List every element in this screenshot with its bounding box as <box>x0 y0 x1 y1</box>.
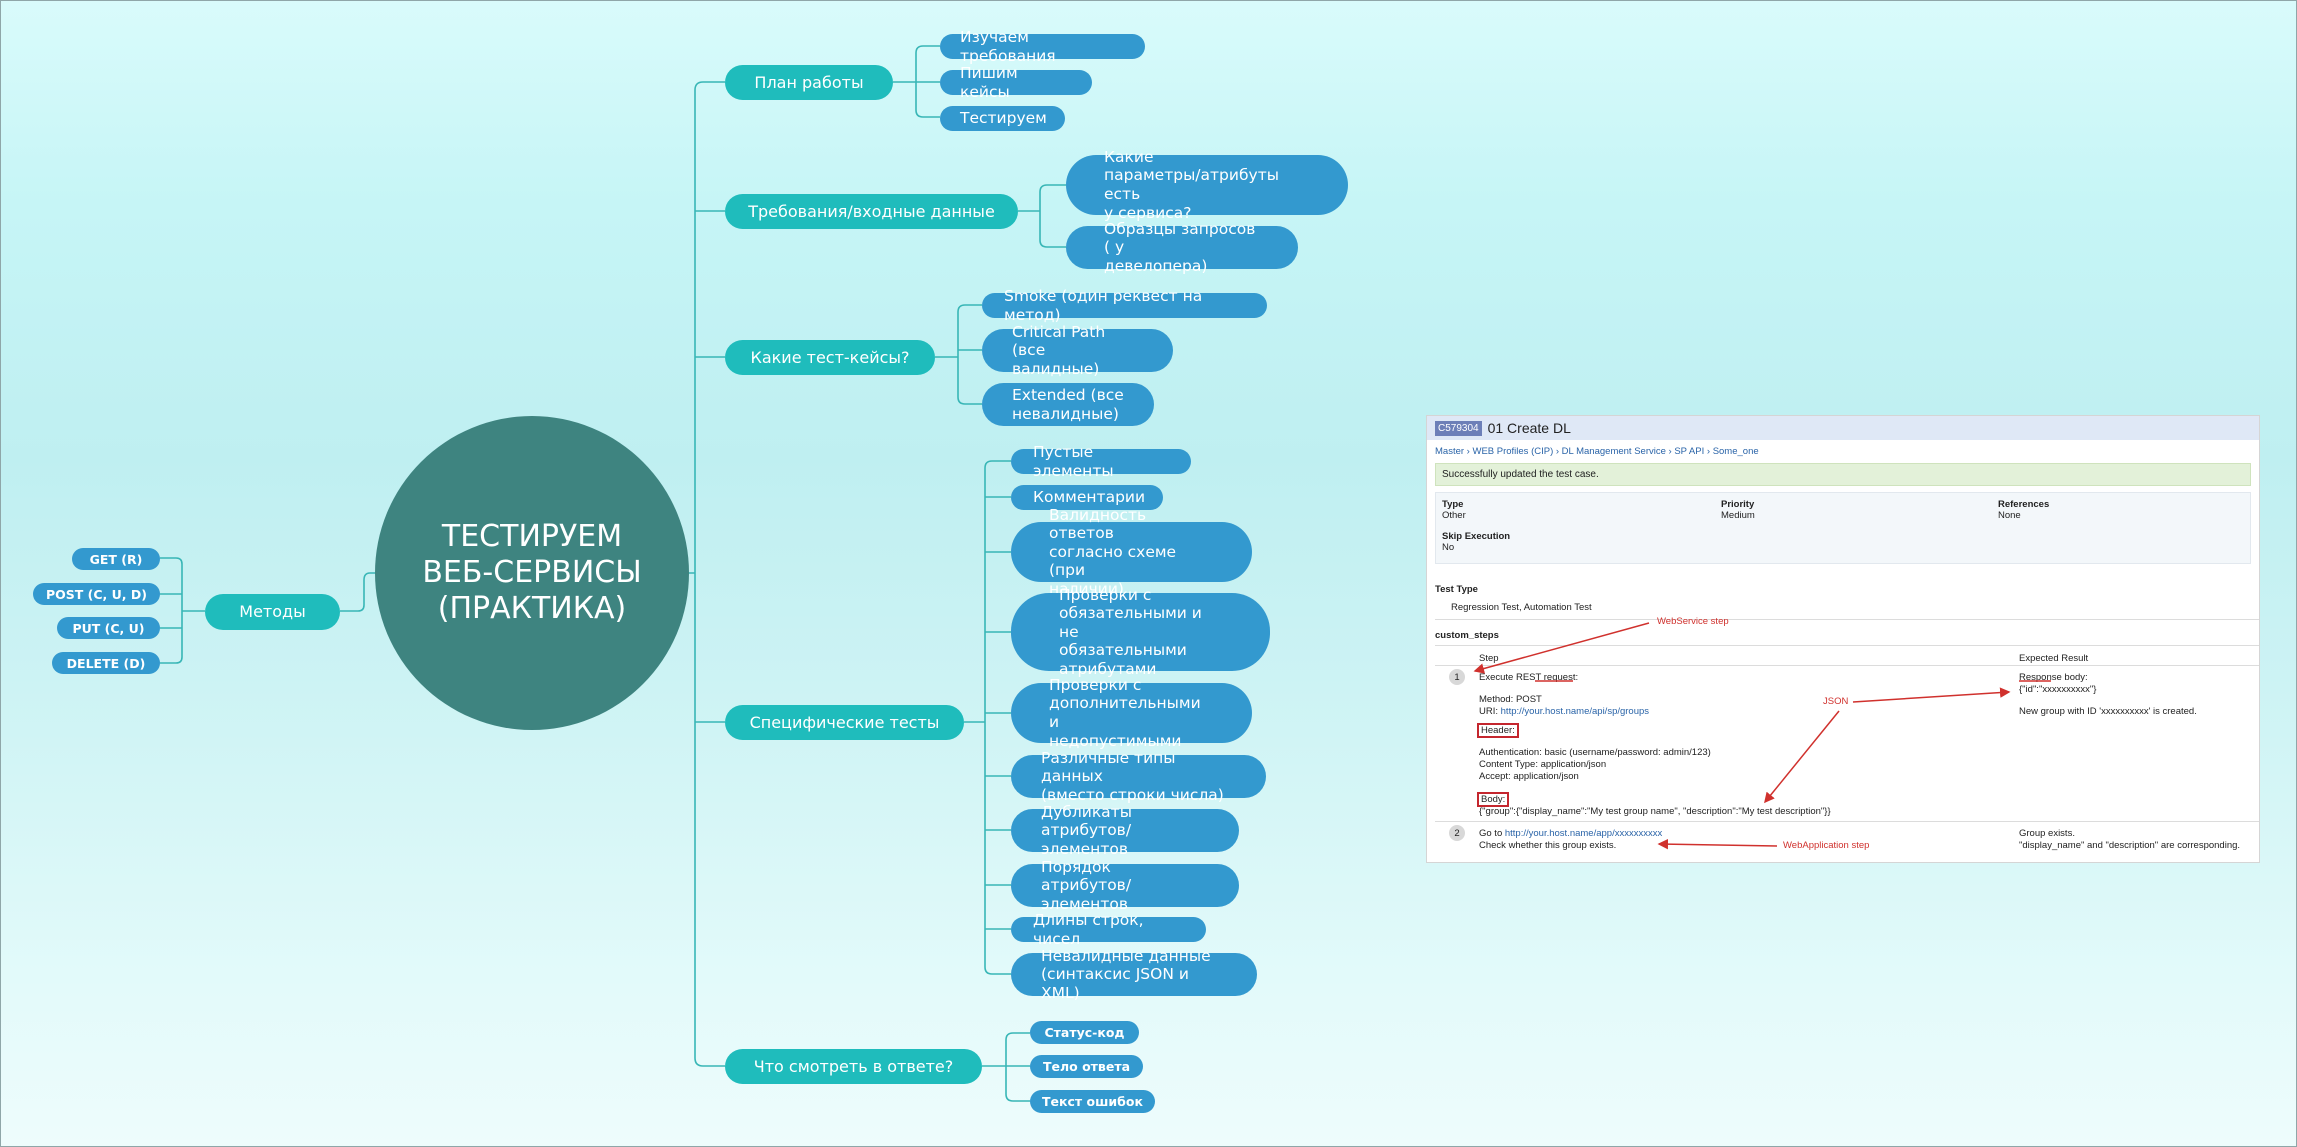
leaf-extra-attributes[interactable]: Проверки с дополнительными и недопустимы… <box>1011 676 1252 750</box>
leaf-write-cases[interactable]: Пишим кейсы <box>940 64 1092 101</box>
leaf-request-samples[interactable]: Образцы запросов ( у девелопера) <box>1066 220 1298 275</box>
step-column-header: Step <box>1479 653 1499 664</box>
leaf-status-code[interactable]: Статус-код <box>1030 1021 1139 1044</box>
annotation-arrows <box>1473 622 2051 850</box>
expected1-line2: {"id":"xxxxxxxxxx"} <box>2019 684 2097 695</box>
expected1-line3: New group with ID 'xxxxxxxxxx' is create… <box>2019 706 2197 717</box>
test-type-value: Regression Test, Automation Test <box>1451 602 1592 613</box>
leaf-smoke[interactable]: Smoke (один реквест на метод) <box>982 287 1267 324</box>
req-fork <box>1018 184 1066 248</box>
trunk-line <box>689 81 725 1067</box>
central-topic-title: ТЕСТИРУЕМ ВЕБ-СЕРВИСЫ (ПРАКТИКА) <box>422 519 642 626</box>
annotation-webservice: WebService step <box>1657 616 1729 627</box>
type-value: Other <box>1442 510 1466 521</box>
leaf-service-params[interactable]: Какие параметры/атрибуты есть у сервиса? <box>1066 148 1348 222</box>
breadcrumb[interactable]: Master › WEB Profiles (CIP) › DL Managem… <box>1435 446 1759 457</box>
annotation-webapp: WebApplication step <box>1783 840 1870 851</box>
leaf-study-requirements[interactable]: Изучаем требования <box>940 28 1145 65</box>
step1-line1: Execute REST request: <box>1479 672 1579 683</box>
annotation-json: JSON <box>1823 696 1849 707</box>
leaf-schema-validity[interactable]: Валидность ответов согласно схеме (при н… <box>1011 506 1252 598</box>
step-number: 1 <box>1449 669 1465 685</box>
left-fork <box>160 557 205 664</box>
step1-method: Method: POST <box>1479 694 1542 705</box>
leaf-comments[interactable]: Комментарии <box>1011 485 1163 510</box>
step2-check: Check whether this group exists. <box>1479 840 1617 851</box>
skip-value: No <box>1442 542 1455 553</box>
left-connector <box>340 572 375 612</box>
step1-body-value: {"group":{"display_name":"My test group … <box>1479 806 1831 817</box>
leaf-empty-elements[interactable]: Пустые элементы <box>1011 443 1191 480</box>
leaf-duplicates[interactable]: Дубликаты атрибутов/элементов <box>1011 803 1239 858</box>
test-type-label: Test Type <box>1435 584 1478 595</box>
leaf-testing[interactable]: Тестируем <box>940 106 1065 131</box>
divider <box>1435 645 2259 646</box>
specific-fork <box>964 460 1011 975</box>
branch-requirements[interactable]: Требования/входные данные <box>725 194 1018 229</box>
case-id-badge: C579304 <box>1435 420 1482 436</box>
leaf-lengths[interactable]: Длины строк, чисел <box>1011 911 1206 948</box>
divider <box>1435 665 2259 666</box>
references-label: References <box>1998 499 2050 510</box>
cases-fork <box>935 304 982 405</box>
step1-body-label: Body: <box>1477 792 1510 807</box>
test-case-screenshot: C579304 01 Create DL Master › WEB Profil… <box>1426 415 2260 863</box>
leaf-data-types[interactable]: Различные типы данных (вместо строки чис… <box>1011 749 1266 804</box>
method-put[interactable]: PUT (C, U) <box>57 617 160 639</box>
method-get[interactable]: GET (R) <box>72 548 160 570</box>
plan-fork <box>893 45 940 118</box>
expected2-line1: Group exists. <box>2019 828 2075 839</box>
case-title: 01 Create DL <box>1487 420 1571 436</box>
step1-accept: Accept: application/json <box>1479 771 1579 782</box>
central-topic[interactable]: ТЕСТИРУЕМ ВЕБ-СЕРВИСЫ (ПРАКТИКА) <box>375 416 689 730</box>
step2-goto: Go to http://your.host.name/app/xxxxxxxx… <box>1479 828 1663 839</box>
step1-uri-link[interactable]: http://your.host.name/api/sp/groups <box>1500 706 1650 717</box>
method-post[interactable]: POST (C, U, D) <box>33 583 160 605</box>
leaf-response-body[interactable]: Тело ответа <box>1030 1055 1143 1078</box>
step1-uri: URI: http://your.host.name/api/sp/groups <box>1479 706 1650 717</box>
leaf-order[interactable]: Порядок атрибутов/элементов <box>1011 858 1239 913</box>
step-number: 2 <box>1449 825 1465 841</box>
response-fork <box>982 1032 1030 1102</box>
success-message: Successfully updated the test case. <box>1435 463 2251 486</box>
leaf-required-attributes[interactable]: Проверки с обязательными и не обязательн… <box>1011 586 1270 678</box>
step1-auth: Authentication: basic (username/password… <box>1479 747 1711 758</box>
step1-header-label: Header: <box>1477 723 1519 738</box>
divider <box>1435 821 2259 822</box>
priority-value: Medium <box>1721 510 1755 521</box>
step2-url-link[interactable]: http://your.host.name/app/xxxxxxxxxx <box>1504 828 1663 839</box>
leaf-extended[interactable]: Extended (все невалидные) <box>982 383 1154 426</box>
branch-work-plan[interactable]: План работы <box>725 65 893 100</box>
expected1-line1: Response body: <box>2019 672 2088 683</box>
branch-response-checks[interactable]: Что смотреть в ответе? <box>725 1049 982 1084</box>
expected-column-header: Expected Result <box>2019 653 2089 664</box>
skip-label: Skip Execution <box>1442 531 1511 542</box>
leaf-error-text[interactable]: Текст ошибок <box>1030 1090 1155 1113</box>
priority-label: Priority <box>1721 499 1755 510</box>
branch-methods[interactable]: Методы <box>205 594 340 630</box>
divider <box>1435 619 2259 620</box>
references-value: None <box>1998 510 2021 521</box>
type-label: Type <box>1442 499 1464 510</box>
branch-specific-tests[interactable]: Специфические тесты <box>725 705 964 740</box>
step1-content-type: Content Type: application/json <box>1479 759 1607 770</box>
leaf-invalid-data[interactable]: Невалидные данные (синтаксис JSON и XML) <box>1011 947 1257 1002</box>
case-header: C579304 01 Create DL <box>1427 416 2259 440</box>
custom-steps-label: custom_steps <box>1435 630 1499 641</box>
expected2-line2: "display_name" and "description" are cor… <box>2019 840 2241 851</box>
branch-test-cases[interactable]: Какие тест-кейсы? <box>725 340 935 375</box>
method-delete[interactable]: DELETE (D) <box>52 652 160 674</box>
leaf-critical-path[interactable]: Critical Path (все валидные) <box>982 323 1173 378</box>
